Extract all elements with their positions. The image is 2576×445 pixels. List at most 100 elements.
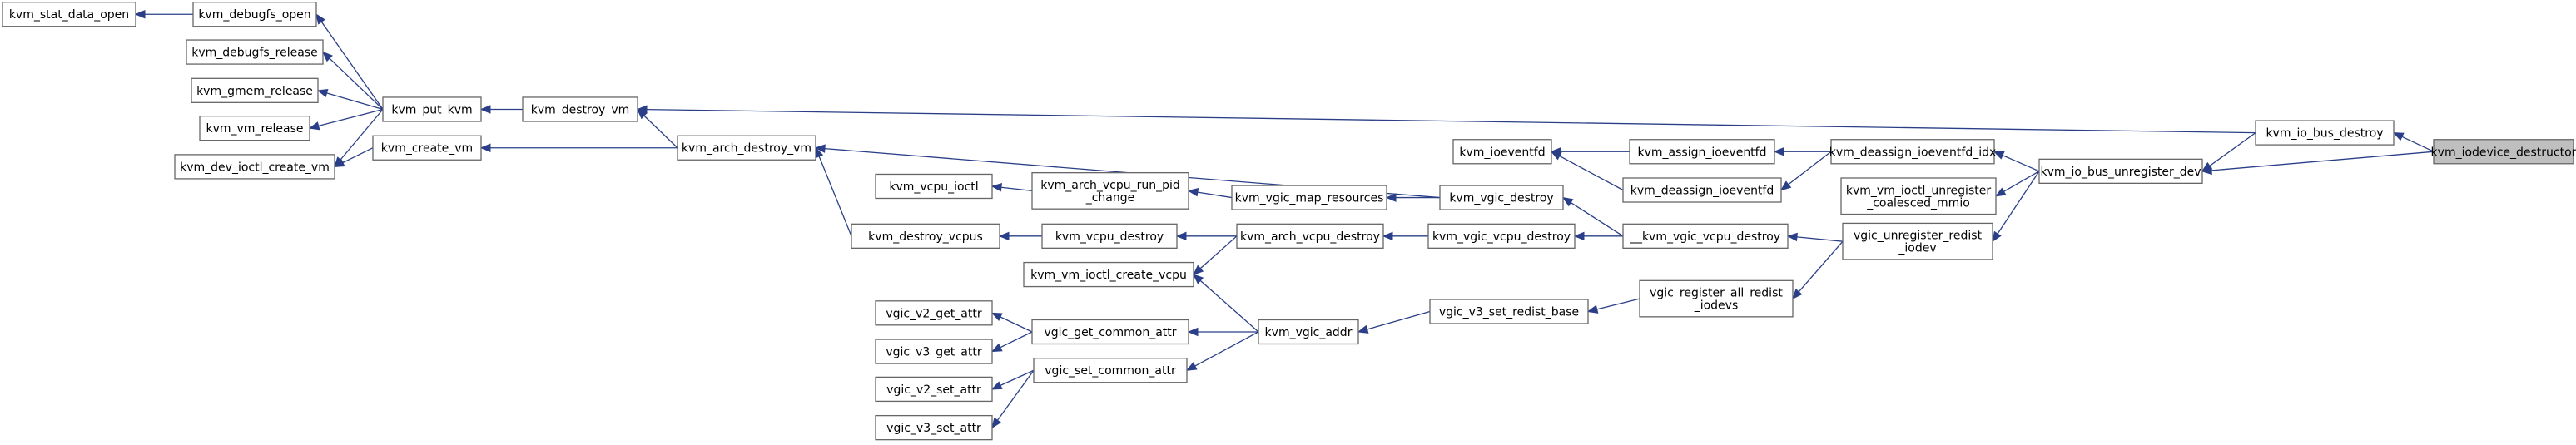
node-kvm-create-vm[interactable]: kvm_create_vm	[372, 135, 482, 161]
node-box	[875, 339, 993, 364]
node-label: kvm_vgic_vcpu_destroy	[1432, 230, 1571, 244]
node-label: kvm_vgic_destroy	[1449, 192, 1553, 205]
edge-kvm-assign-ioeventfd-to-kvm-ioeventfd	[1550, 147, 1630, 156]
node-label: kvm_ioeventfd	[1459, 146, 1545, 159]
node-kvm-debugfs-release[interactable]: kvm_debugfs_release	[186, 39, 324, 65]
edge-kvm-destroy-vcpus-to-kvm-arch-destroy-vm	[815, 146, 852, 237]
node-box	[1830, 139, 1995, 165]
node-kvm-deassign-ioeventfd-idx[interactable]: kvm_deassign_ioeventfd_idx	[1829, 139, 1997, 165]
node-label: kvm_io_bus_unregister_dev	[2040, 166, 2201, 179]
node-kvm-stat-data-open[interactable]: kvm_stat_data_open	[2, 2, 136, 27]
edge-line	[1199, 235, 1238, 269]
edge-kvm-put-kvm-to-kvm-debugfs-release	[322, 51, 384, 110]
edge-line	[1559, 155, 1624, 191]
node-kvm-vgic-map-resources[interactable]: kvm_vgic_map_resources	[1231, 185, 1387, 210]
node-label: _iodevs	[1694, 299, 1739, 313]
arrowhead-icon	[1561, 196, 1574, 207]
edge-vgic-get-common-attr-to-vgic-v2-get-attr	[990, 312, 1033, 333]
node-kvm-dev-ioctl-create-vm[interactable]: kvm_dev_ioctl_create_vm	[174, 154, 335, 180]
node-kvm-assign-ioeventfd[interactable]: kvm_assign_ioeventfd	[1629, 139, 1775, 165]
arrowhead-icon	[1992, 230, 2002, 243]
node-label: kvm_deassign_ioeventfd	[1630, 185, 1774, 198]
edge-kvm-put-kvm-to-kvm-debugfs-open	[315, 13, 384, 110]
node-label: kvm_vm_ioctl_unregister	[1846, 184, 1991, 197]
node-kvm-vm-ioctl-unregister-coalesced-mmio[interactable]: kvm_vm_ioctl_unregister_coalesced_mmio	[1840, 177, 1997, 215]
edge-vgic-set-common-attr-to-vgic-v3-set-attr	[991, 369, 1035, 429]
edge-line	[1194, 331, 1259, 367]
node-kvm-put-kvm[interactable]: kvm_put_kvm	[382, 96, 482, 122]
edge-kvm-arch-destroy-vm-to-kvm-create-vm	[479, 143, 678, 152]
node-label: vgic_v2_get_attr	[886, 307, 981, 320]
arrowhead-icon	[990, 381, 1003, 390]
node-box	[1639, 279, 1794, 318]
node-kvm-destroy-vcpus[interactable]: kvm_destroy_vcpus	[851, 223, 1000, 249]
edge-line	[1367, 310, 1431, 330]
node-kvm-vm-release[interactable]: kvm_vm_release	[199, 115, 310, 141]
node-box	[192, 2, 317, 27]
node-box	[1033, 358, 1188, 383]
node-label: kvm_vgic_map_resources	[1235, 192, 1384, 205]
node-kvm-debugfs-open[interactable]: kvm_debugfs_open	[192, 2, 317, 27]
node-kvm-vgic-vcpu-destroy[interactable]: kvm_vgic_vcpu_destroy	[1427, 223, 1576, 249]
edge-line	[318, 108, 384, 127]
node-label: kvm_arch_destroy_vm	[682, 142, 812, 156]
edge-line	[646, 108, 2256, 134]
node-box	[875, 376, 993, 403]
node-label: kvm_dev_ioctl_create_vm	[180, 161, 330, 174]
edge-line	[1000, 316, 1033, 333]
edge-line	[1000, 331, 1033, 349]
node-kvm-vgic-vcpu-destroy[interactable]: __kvm_vgic_vcpu_destroy	[1622, 223, 1789, 249]
arrowhead-icon	[1193, 274, 1204, 284]
arrowhead-icon	[1773, 147, 1784, 156]
node-kvm-arch-destroy-vm[interactable]: kvm_arch_destroy_vm	[677, 135, 816, 161]
node-box	[1629, 139, 1775, 165]
edges-layer	[134, 9, 2435, 429]
node-box	[2, 2, 136, 27]
node-vgic-v3-get-attr[interactable]: vgic_v3_get_attr	[875, 339, 993, 364]
node-kvm-iodevice-destructor[interactable]: kvm_iodevice_destructor	[2431, 139, 2576, 165]
edge-kvm-vgic-vcpu-destroy-to-kvm-vgic-vcpu-destroy	[1573, 231, 1623, 241]
arrowhead-icon	[2392, 132, 2405, 141]
node-kvm-vcpu-destroy[interactable]: kvm_vcpu_destroy	[1041, 223, 1178, 249]
node-kvm-gmem-release[interactable]: kvm_gmem_release	[191, 77, 319, 103]
node-vgic-v2-set-attr[interactable]: vgic_v2_set_attr	[875, 376, 993, 403]
edge-kvm-vgic-addr-to-kvm-vm-ioctl-create-vcpu	[1193, 274, 1259, 333]
edge-kvm-arch-vcpu-run-pid-change-to-kvm-vcpu-ioctl	[990, 183, 1033, 192]
node-vgic-get-common-attr[interactable]: vgic_get_common_attr	[1031, 319, 1189, 345]
node-vgic-v2-get-attr[interactable]: vgic_v2_get_attr	[875, 300, 993, 326]
node-label: vgic_set_common_attr	[1045, 364, 1176, 378]
node-kvm-destroy-vm[interactable]: kvm_destroy_vm	[522, 96, 638, 122]
node-box	[1031, 319, 1189, 345]
node-box	[1236, 223, 1384, 249]
node-label: kvm_stat_data_open	[9, 8, 129, 22]
node-kvm-io-bus-destroy[interactable]: kvm_io_bus_destroy	[2255, 120, 2395, 146]
node-box	[2255, 120, 2395, 146]
node-vgic-unregister-redist-iodev[interactable]: vgic_unregister_redist_iodev	[1842, 222, 1993, 260]
node-kvm-vm-ioctl-create-vcpu[interactable]: kvm_vm_ioctl_create_vcpu	[1023, 261, 1194, 288]
arrowhead-icon	[1187, 188, 1199, 197]
node-kvm-io-bus-unregister-dev[interactable]: kvm_io_bus_unregister_dev	[2038, 158, 2203, 184]
arrowhead-icon	[1382, 231, 1393, 241]
edge-kvm-io-bus-destroy-to-kvm-io-bus-unregister-dev	[2201, 132, 2256, 172]
node-kvm-vgic-destroy[interactable]: kvm_vgic_destroy	[1439, 185, 1564, 210]
node-kvm-vgic-addr[interactable]: kvm_vgic_addr	[1258, 319, 1359, 345]
arrowhead-icon	[636, 105, 648, 114]
node-vgic-v3-set-redist-base[interactable]: vgic_v3_set_redist_base	[1429, 299, 1589, 324]
node-label: kvm_put_kvm	[391, 103, 472, 116]
node-kvm-ioeventfd[interactable]: kvm_ioeventfd	[1452, 139, 1552, 165]
node-vgic-v3-set-attr[interactable]: vgic_v3_set_attr	[875, 414, 993, 441]
node-kvm-deassign-ioeventfd[interactable]: kvm_deassign_ioeventfd	[1622, 177, 1782, 203]
node-label: __kvm_vgic_vcpu_destroy	[1630, 230, 1780, 244]
node-label: kvm_iodevice_destructor	[2431, 146, 2576, 159]
node-box	[875, 173, 993, 200]
node-kvm-vcpu-ioctl[interactable]: kvm_vcpu_ioctl	[875, 173, 993, 200]
node-vgic-set-common-attr[interactable]: vgic_set_common_attr	[1033, 358, 1188, 383]
node-box	[1258, 319, 1359, 345]
node-kvm-arch-vcpu-destroy[interactable]: kvm_arch_vcpu_destroy	[1236, 223, 1384, 249]
node-vgic-register-all-redist-iodevs[interactable]: vgic_register_all_redist_iodevs	[1639, 279, 1794, 318]
arrowhead-icon	[990, 183, 1003, 192]
edge-line	[643, 115, 678, 149]
node-kvm-arch-vcpu-run-pid-change[interactable]: kvm_arch_vcpu_run_pid_change	[1031, 172, 1189, 210]
node-label: kvm_debugfs_release	[191, 47, 317, 60]
